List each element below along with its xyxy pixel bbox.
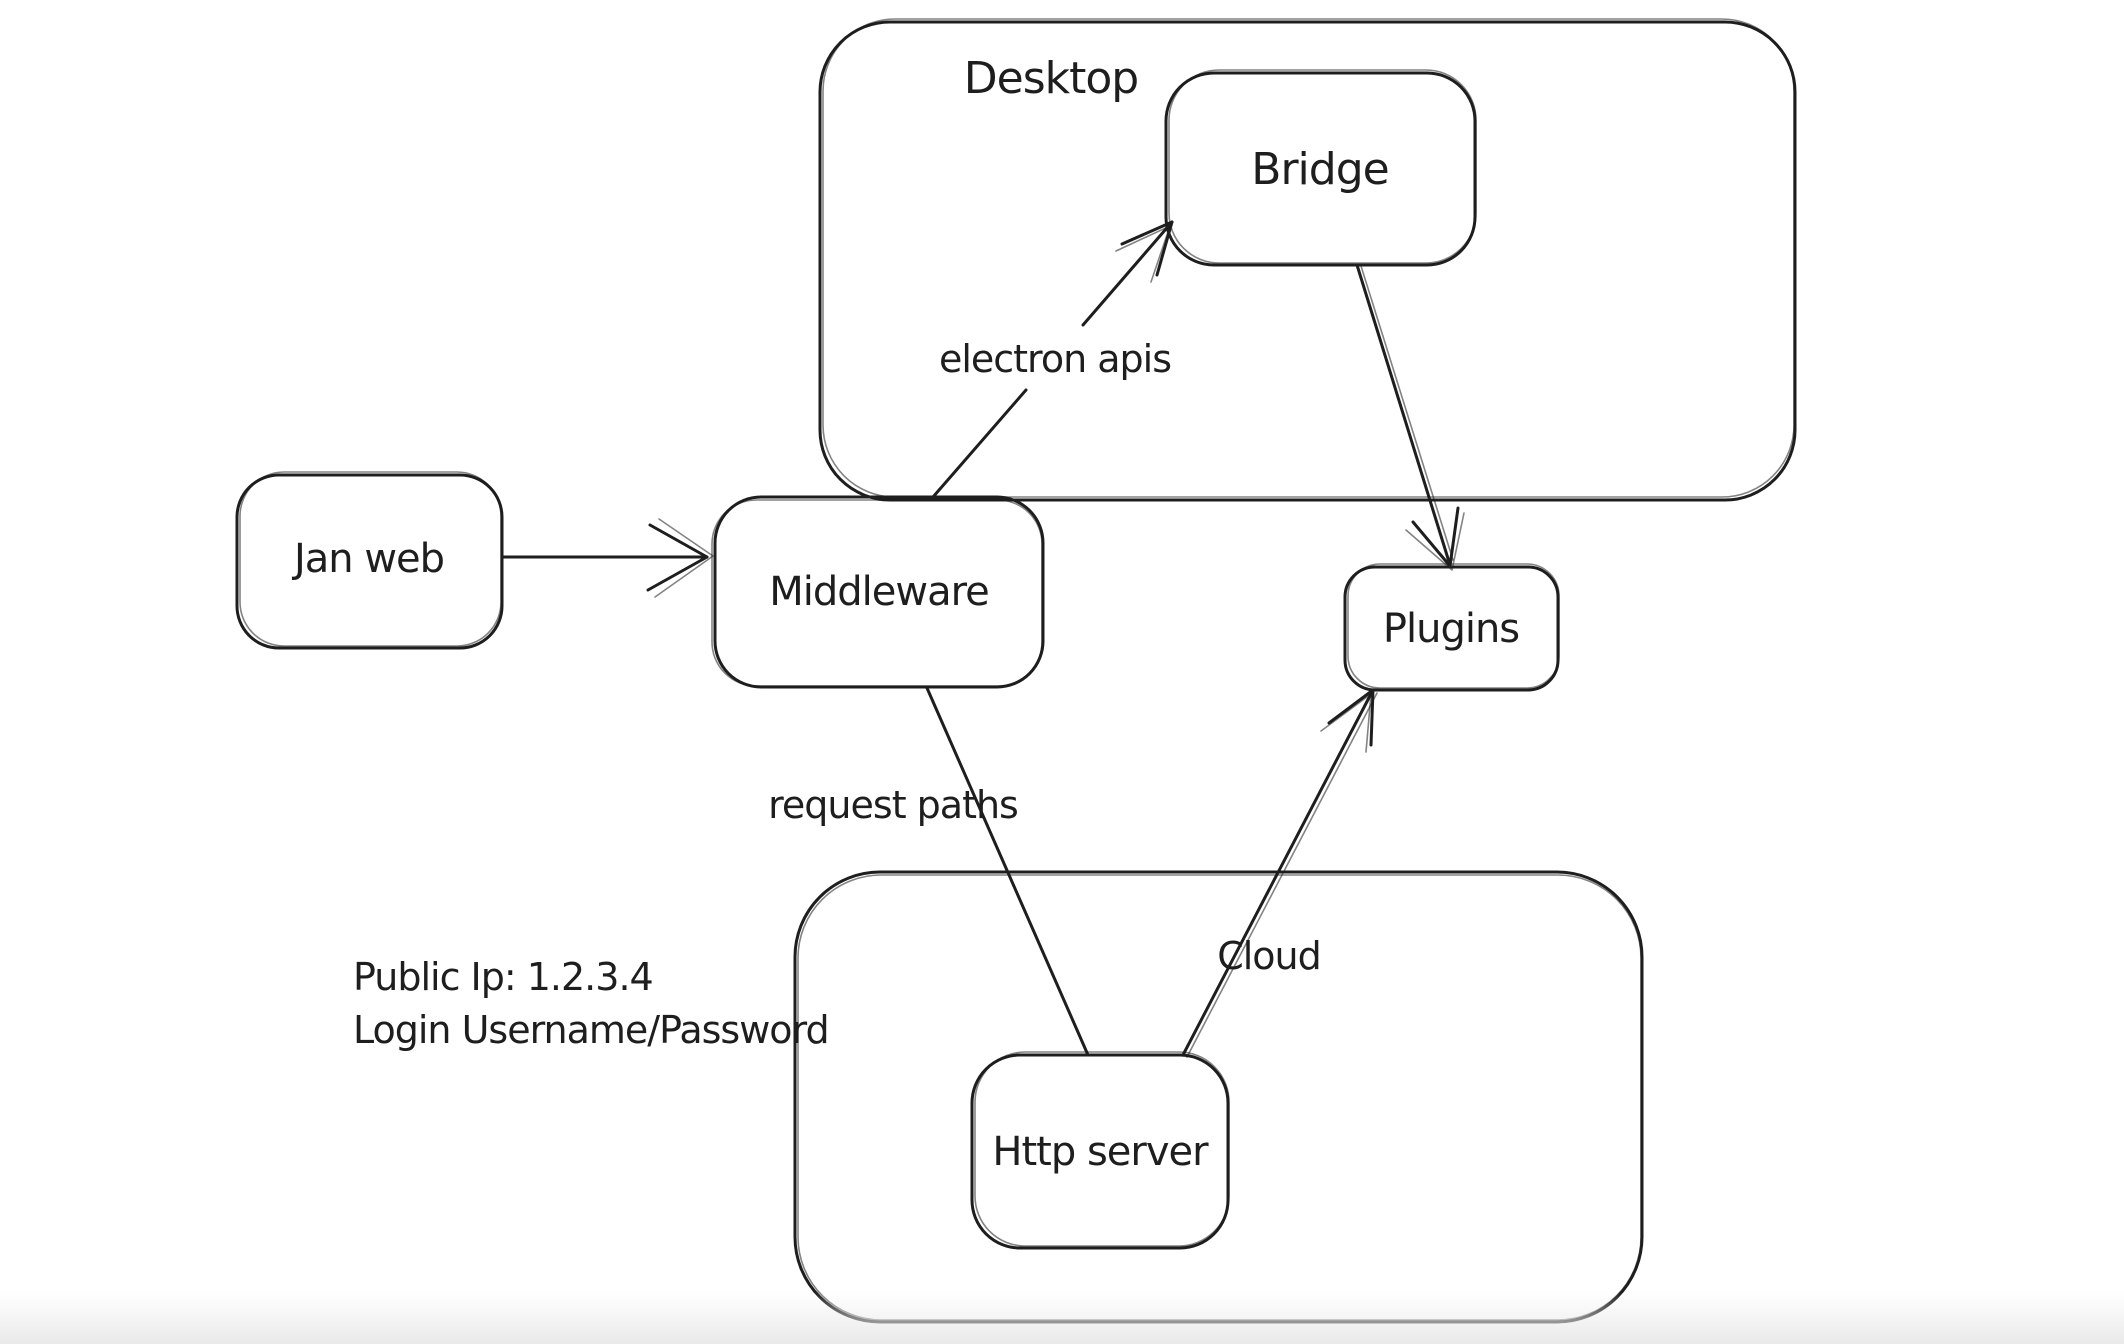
- node-middleware[interactable]: Middleware: [711, 495, 1045, 689]
- node-bridge[interactable]: Bridge: [1164, 69, 1477, 267]
- node-plugins-label: Plugins: [1383, 606, 1519, 652]
- node-http-server[interactable]: Http server: [970, 1051, 1230, 1250]
- container-cloud[interactable]: Cloud: [793, 870, 1644, 1324]
- node-jan-web[interactable]: Jan web: [235, 471, 504, 650]
- node-bridge-label: Bridge: [1251, 144, 1388, 195]
- annotation-credentials[interactable]: Public Ip: 1.2.3.4 Login Username/Passwo…: [353, 955, 830, 1052]
- node-jan-web-label: Jan web: [291, 536, 444, 582]
- annotation-login: Login Username/Password: [353, 1008, 829, 1052]
- container-cloud-label: Cloud: [1217, 934, 1321, 978]
- container-desktop[interactable]: Desktop: [818, 18, 1797, 502]
- edge-label-electron-apis: electron apis: [939, 337, 1171, 381]
- edge-jan-web-to-middleware[interactable]: [500, 518, 714, 598]
- edge-middleware-to-http-server[interactable]: [925, 686, 1090, 1057]
- node-http-server-label: Http server: [992, 1129, 1209, 1175]
- edge-bridge-to-plugins[interactable]: [1355, 263, 1465, 571]
- node-middleware-label: Middleware: [769, 569, 989, 615]
- edge-middleware-to-bridge[interactable]: electron apis: [931, 220, 1174, 499]
- container-desktop-label: Desktop: [964, 53, 1138, 104]
- edge-label-request-paths[interactable]: request paths: [768, 783, 1019, 827]
- window-bottom-edge: [0, 1292, 2124, 1344]
- annotation-public-ip: Public Ip: 1.2.3.4: [353, 955, 653, 999]
- node-plugins[interactable]: Plugins: [1343, 563, 1560, 692]
